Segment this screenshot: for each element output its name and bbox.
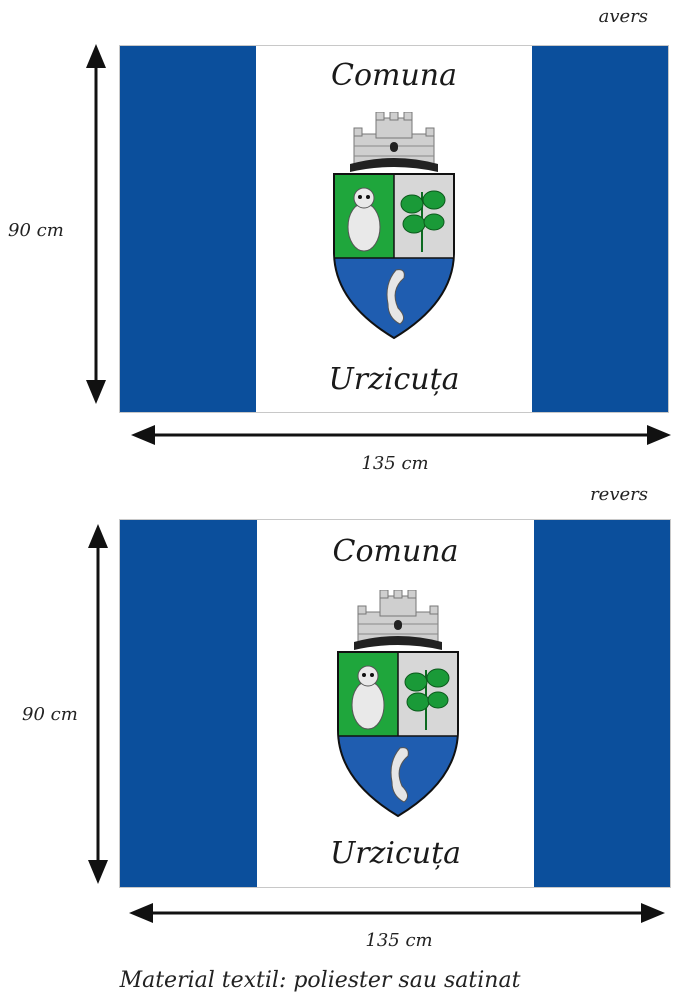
flag-stripe-center: Comuna bbox=[257, 520, 534, 887]
height-label-avers: 90 cm bbox=[8, 220, 64, 241]
width-label-avers: 135 cm bbox=[361, 453, 429, 474]
width-arrow-revers bbox=[129, 903, 665, 923]
width-label-revers: 135 cm bbox=[365, 930, 433, 951]
mural-crown bbox=[354, 590, 442, 650]
flag-text-bottom: Urzicuța bbox=[328, 362, 460, 397]
mural-crown bbox=[350, 112, 438, 172]
height-arrow-revers bbox=[88, 524, 108, 884]
height-label-revers: 90 cm bbox=[22, 704, 78, 725]
side-label-revers: revers bbox=[590, 484, 648, 505]
height-arrow-avers bbox=[86, 44, 106, 404]
coat-of-arms-icon bbox=[333, 112, 455, 340]
flag-avers: Comuna bbox=[119, 45, 669, 413]
flag-stripe-right bbox=[534, 520, 670, 887]
flag-stripe-left bbox=[120, 520, 257, 887]
flag-stripe-left bbox=[120, 46, 256, 412]
coat-of-arms-icon bbox=[337, 590, 459, 818]
side-label-avers: avers bbox=[598, 6, 648, 27]
flag-text-top: Comuna bbox=[332, 534, 459, 569]
flag-stripe-right bbox=[532, 46, 668, 412]
flag-stripe-center: Comuna bbox=[256, 46, 532, 412]
flag-revers: Comuna bbox=[119, 519, 671, 888]
flag-text-bottom: Urzicuța bbox=[329, 836, 462, 871]
material-note: Material textil: poliester sau satinat bbox=[119, 968, 521, 993]
flag-text-top: Comuna bbox=[331, 58, 457, 93]
width-arrow-avers bbox=[131, 425, 671, 445]
